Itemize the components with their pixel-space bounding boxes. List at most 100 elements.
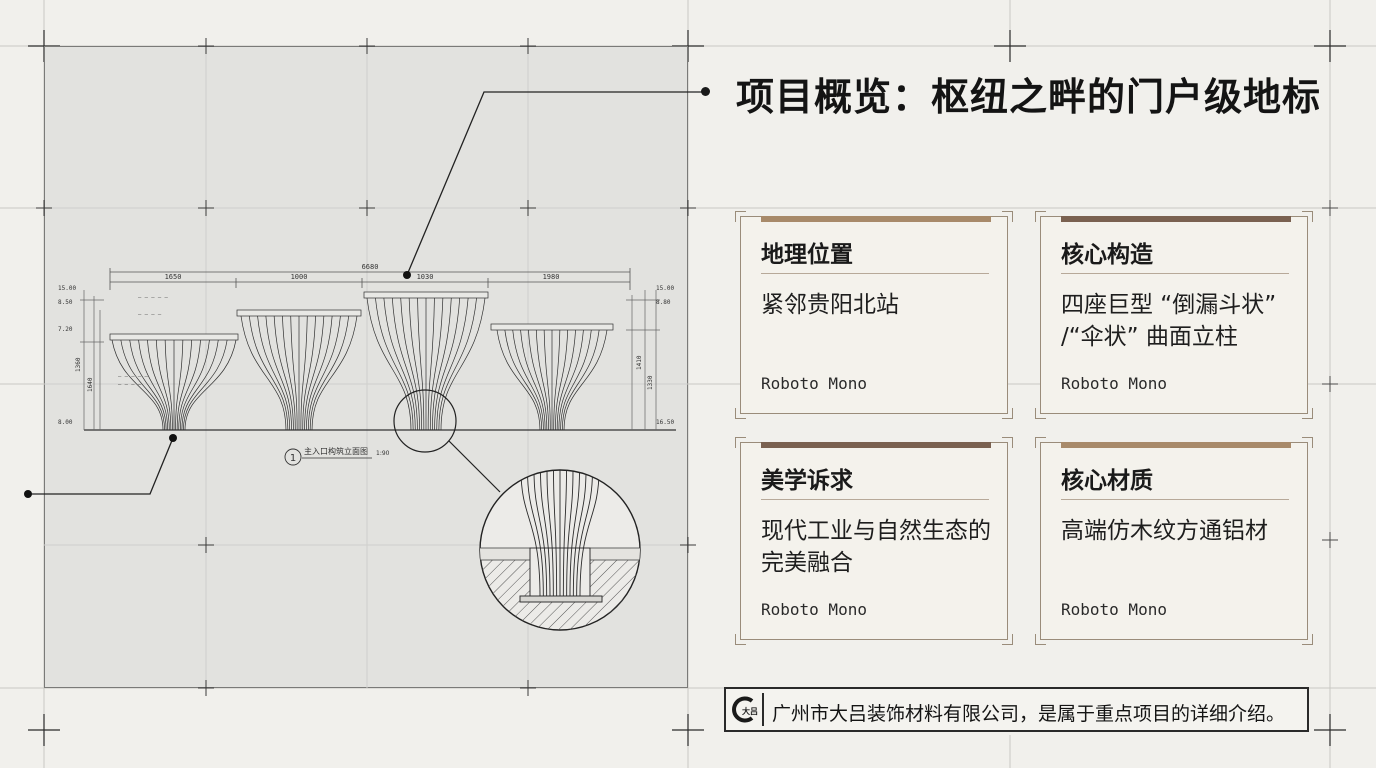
dim-segment: 1980 [543, 273, 560, 281]
card-font-label: Roboto Mono [1061, 374, 1167, 393]
svg-text:— — — —: — — — — [118, 382, 142, 388]
column-rib [179, 339, 210, 431]
detail-rib [527, 470, 544, 597]
column-rib [558, 329, 584, 431]
column-rib [184, 339, 237, 431]
column-rib [375, 297, 414, 431]
svg-text:— — — —: — — — — [138, 312, 162, 318]
detail-rib [572, 470, 587, 597]
column-rib [543, 329, 551, 431]
column-rib [311, 315, 358, 431]
card-divider [761, 273, 989, 274]
column-rib [176, 339, 193, 431]
card-font-label: Roboto Mono [761, 600, 867, 619]
column-rib [306, 315, 333, 431]
card-body: 紧邻贵阳北站 [761, 292, 899, 318]
card-accent-bar [1061, 442, 1291, 448]
detail-rib [579, 470, 600, 597]
column-rib [257, 315, 291, 431]
card-location: 地理位置 紧邻贵阳北站 Roboto Mono [735, 211, 1013, 419]
column-rib [504, 329, 543, 431]
column-rib [438, 297, 477, 431]
page-title: 项目概览：枢纽之畔的门户级地标 [736, 75, 1322, 119]
column-rib [304, 315, 325, 431]
column-rib [528, 329, 548, 431]
card-accent-bar [761, 216, 991, 222]
card-font-label: Roboto Mono [761, 374, 867, 393]
column-rib [300, 315, 308, 431]
column-rib [178, 339, 201, 431]
level-label: 8.50 [58, 299, 73, 306]
column-rib [138, 339, 169, 431]
column-rib [434, 297, 461, 431]
level-label: 8.80 [656, 299, 671, 306]
level-label: 1410 [636, 355, 643, 370]
column-rib [248, 315, 289, 431]
column-rib [400, 297, 420, 431]
column-rib [408, 297, 423, 431]
card-accent-bar [1061, 216, 1291, 222]
detail-rib [546, 470, 554, 597]
dim-segment: 1030 [417, 273, 434, 281]
card-heading: 地理位置 [761, 242, 853, 268]
caption-text: 主入口构筑立面图 [304, 446, 368, 456]
detail-rib [520, 470, 541, 597]
caption-number: 1 [290, 453, 296, 464]
card-heading: 美学诉求 [761, 468, 853, 494]
column-rib [391, 297, 418, 431]
column-rib [366, 297, 412, 431]
column-rib [111, 339, 164, 431]
column-rib [512, 329, 544, 431]
company-footer: 大吕 广州市大吕装饰材料有限公司，是属于重点项目的详细介绍。 [724, 687, 1309, 732]
card-aesthetics: 美学诉求 现代工业与自然生态的完美融合 Roboto Mono [735, 437, 1013, 645]
footer-text: 广州市大吕装饰材料有限公司，是属于重点项目的详细介绍。 [772, 703, 1286, 725]
column-rib [164, 339, 173, 431]
column-rib [417, 297, 425, 431]
column-rib [553, 329, 561, 431]
column-rib [120, 339, 165, 431]
column-rib [496, 329, 541, 431]
detail-rib [576, 470, 593, 597]
card-divider [761, 499, 989, 500]
company-logo-icon: 大吕 [732, 693, 764, 726]
card-divider [1061, 273, 1289, 274]
column-rib [309, 315, 350, 431]
column-rib [561, 329, 600, 431]
svg-text:— — — — —: — — — — — [138, 295, 168, 301]
column-cap [109, 333, 239, 341]
column-rib [383, 297, 416, 431]
column-rib [436, 297, 469, 431]
column-rib [181, 339, 219, 431]
column-rib [175, 339, 184, 431]
level-label: 15.00 [656, 285, 674, 292]
title-bullet [701, 87, 710, 96]
column-rib [155, 339, 172, 431]
dim-segment: 1000 [291, 273, 308, 281]
column-rib [129, 339, 167, 431]
level-label: 1330 [647, 375, 654, 390]
card-heading: 核心材质 [1061, 468, 1153, 494]
card-structure: 核心构造 四座巨型 “倒漏斗状” /“伞状” 曲面立柱 Roboto Mono [1035, 211, 1313, 419]
column-rib [282, 315, 296, 431]
detail-rib [533, 470, 548, 597]
column-rib [273, 315, 294, 431]
level-label: 7.20 [58, 326, 73, 333]
card-body: 现代工业与自然生态的完美融合 [761, 518, 991, 576]
column-cap [490, 323, 614, 331]
column-rib [563, 329, 608, 431]
card-heading: 核心构造 [1061, 242, 1153, 268]
detail-rib [553, 470, 558, 597]
column-rib [440, 297, 486, 431]
column-rib [307, 315, 341, 431]
svg-text:— — — — —: — — — — — [118, 374, 148, 380]
column-rib [183, 339, 228, 431]
column-rib [560, 329, 592, 431]
column-cap [236, 309, 362, 317]
level-label: 8.00 [58, 419, 73, 426]
column-rib [147, 339, 170, 431]
card-body: 高端仿木纹方通铝材 [1061, 518, 1268, 544]
card-font-label: Roboto Mono [1061, 600, 1167, 619]
column-rib [432, 297, 452, 431]
level-label: 16.50 [656, 419, 674, 426]
